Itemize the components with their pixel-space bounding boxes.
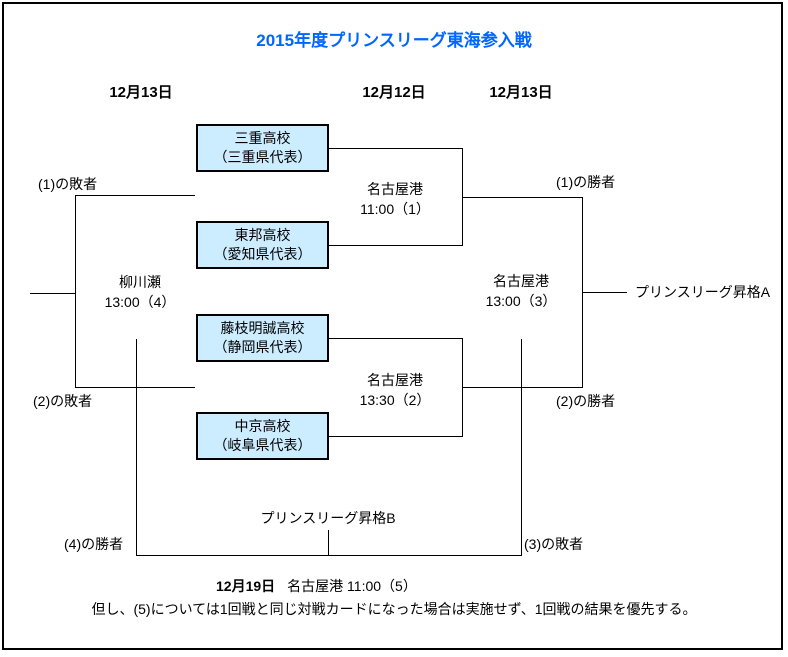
line-match1-team1 [329, 148, 462, 149]
outer-border [2, 2, 783, 650]
line-match2-winner-out [462, 387, 582, 388]
match-1-venue: 名古屋港 [367, 181, 423, 197]
line-match5-bottom [136, 555, 522, 556]
line-match4-winner-out [30, 293, 75, 294]
team-prefecture: （静岡県代表） [213, 339, 312, 355]
match-2-venue: 名古屋港 [366, 372, 423, 388]
team-prefecture: （愛知県代表） [213, 246, 312, 262]
match-2-time: 13:30（2） [359, 392, 431, 408]
line-match4-join [75, 195, 76, 388]
line-winner4-down [136, 339, 137, 556]
label-loser-of-2: (2)の敗者 [33, 393, 93, 409]
line-match2-team2 [329, 436, 462, 437]
line-match4-loser2-in [75, 387, 195, 388]
line-match1-team2 [329, 245, 462, 246]
final-match-info: 12月19日名古屋港 11:00（5） [216, 576, 417, 596]
team-box-mie: 三重高校 （三重県代表） [196, 124, 329, 172]
match-4-label: 柳川瀬 13:00（4） [105, 272, 176, 312]
label-promotion-b: プリンスリーグ昇格B [260, 510, 396, 526]
date-header-right: 12月13日 [489, 84, 553, 101]
final-match-details: 名古屋港 11:00（5） [287, 578, 417, 594]
label-winner-of-2: (2)の勝者 [556, 393, 616, 409]
match-3-venue: 名古屋港 [492, 273, 549, 289]
label-winner-of-4: (4)の勝者 [64, 536, 124, 552]
match-1-label: 名古屋港 11:00（1） [360, 179, 430, 219]
line-match2-team1 [329, 338, 462, 339]
team-prefecture: （岐阜県代表） [213, 437, 312, 453]
match-2-label: 名古屋港 13:30（2） [360, 370, 431, 410]
line-match3-winner-out [582, 292, 627, 293]
team-box-fujieda-meisei: 藤枝明誠高校 （静岡県代表） [196, 314, 329, 362]
line-loser3-down [521, 339, 522, 556]
date-header-left: 12月13日 [109, 84, 173, 101]
line-match4-loser1-in [75, 195, 195, 196]
line-promotion-b-stub [328, 530, 329, 556]
team-name: 中京高校 [234, 418, 291, 434]
team-box-chukyo: 中京高校 （岐阜県代表） [196, 412, 329, 460]
line-match1-winner-out [462, 197, 582, 198]
team-name: 東邦高校 [234, 227, 291, 243]
label-promotion-a: プリンスリーグ昇格A [635, 284, 771, 300]
match-3-label: 名古屋港 13:00（3） [486, 271, 557, 311]
team-name: 藤枝明誠高校 [220, 320, 305, 336]
label-loser-of-1: (1)の敗者 [38, 176, 98, 192]
label-winner-of-1: (1)の勝者 [556, 174, 616, 190]
footnote: 但し、(5)については1回戦と同じ対戦カードになった場合は実施せず、1回戦の結果… [91, 601, 697, 617]
team-box-toho: 東邦高校 （愛知県代表） [196, 221, 329, 269]
final-match-date: 12月19日 [216, 578, 276, 594]
match-1-time: 11:00（1） [360, 201, 430, 217]
date-header-center: 12月12日 [362, 84, 426, 101]
match-3-time: 13:00（3） [485, 293, 557, 309]
match-4-venue: 柳川瀬 [118, 274, 161, 290]
team-prefecture: （三重県代表） [213, 149, 312, 165]
page-title: 2015年度プリンスリーグ東海参入戦 [256, 31, 532, 50]
team-name: 三重高校 [234, 130, 291, 146]
match-4-time: 13:00（4） [104, 294, 176, 310]
label-loser-of-3: (3)の敗者 [524, 536, 584, 552]
